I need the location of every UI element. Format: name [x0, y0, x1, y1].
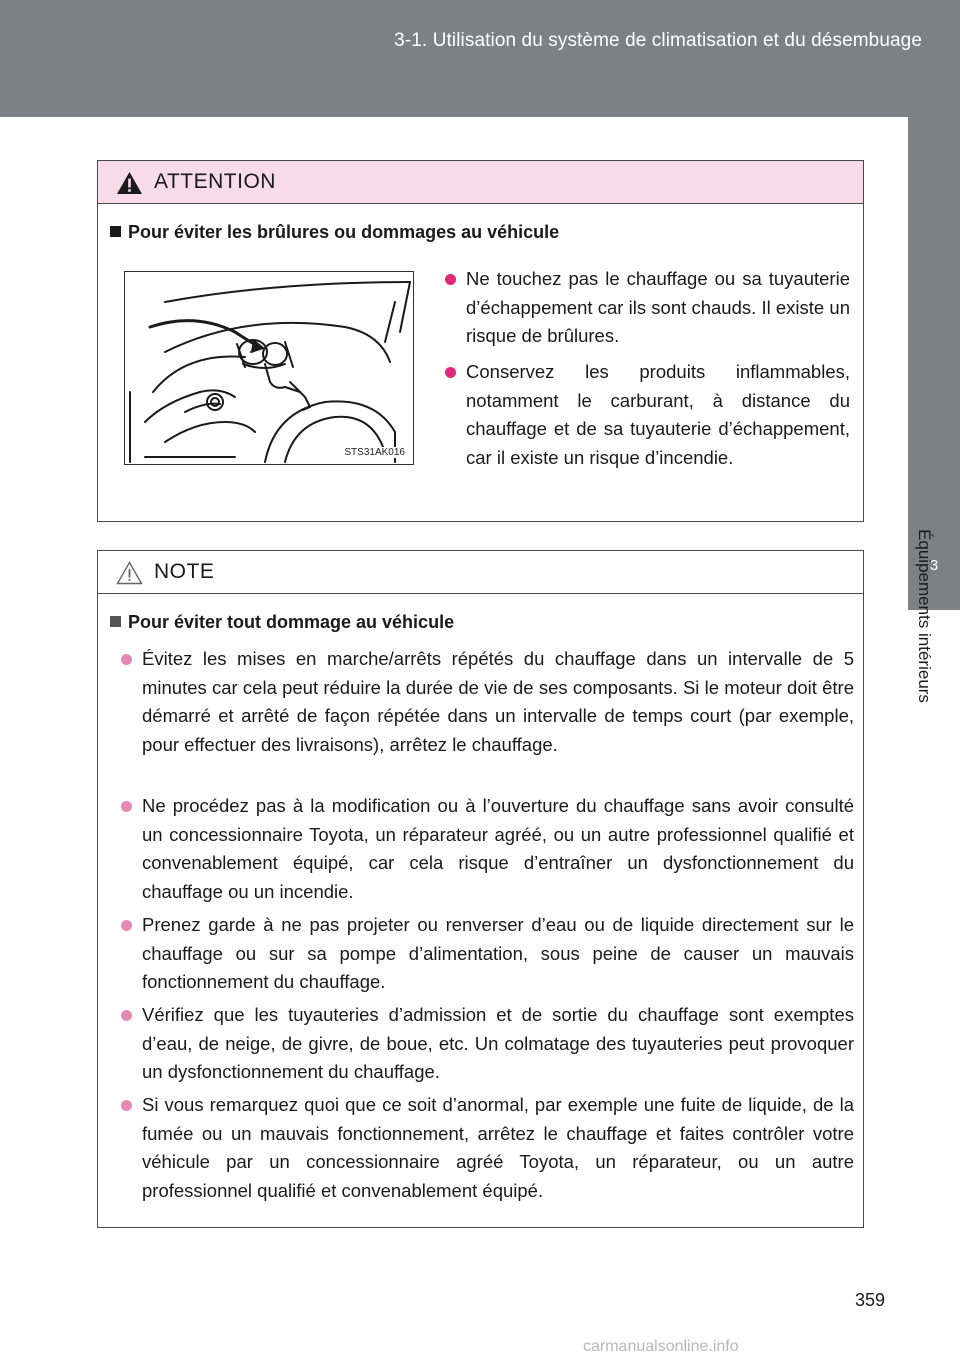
square-bullet-icon [110, 616, 121, 627]
bullet-dot-icon [121, 801, 132, 812]
car-front-heater-icon [129, 281, 411, 463]
chapter-title: 3-1. Utilisation du système de climatisa… [394, 30, 922, 51]
note-bullet: Vérifiez que les tuyauteries d’admission… [121, 1001, 854, 1087]
note-box: NOTE Pour éviter tout dommage au véhicul… [97, 550, 864, 1228]
note-bullet: Si vous remarquez quoi que ce soit d’ano… [121, 1091, 854, 1205]
note-bullet: Prenez garde à ne pas projeter ou renver… [121, 911, 854, 997]
attention-heading: ATTENTION [154, 170, 276, 193]
side-tab-number-box: 3 [908, 475, 960, 610]
heater-illustration: STS31AK016 [124, 271, 414, 465]
note-header: NOTE [98, 551, 863, 594]
bullet-dot-icon [121, 1100, 132, 1111]
attention-box: ATTENTION Pour éviter les brûlures ou do… [97, 160, 864, 522]
attention-bullet: Ne touchez pas le chauffage ou sa tuyaut… [445, 265, 850, 351]
attention-bullet: Conservez les produits inflammables, not… [445, 358, 850, 472]
side-tab-strip [908, 117, 960, 475]
watermark: carmanualsonline.info [583, 1338, 739, 1355]
note-bullet: Ne procédez pas à la modification ou à l… [121, 792, 854, 906]
page-header: 3-1. Utilisation du système de climatisa… [0, 0, 960, 117]
bullet-dot-icon [121, 1010, 132, 1021]
caution-triangle-icon [116, 561, 143, 585]
note-section-title: Pour éviter tout dommage au véhicule [110, 612, 454, 633]
bullet-dot-icon [445, 274, 456, 285]
bullet-dot-icon [121, 654, 132, 665]
square-bullet-icon [110, 226, 121, 237]
warning-triangle-icon [117, 172, 142, 194]
bullet-dot-icon [121, 920, 132, 931]
side-tab-label: Équipements intérieurs [915, 529, 934, 703]
side-tab-number: 3 [929, 557, 939, 574]
bullet-dot-icon [445, 367, 456, 378]
attention-header: ATTENTION [98, 161, 863, 204]
note-bullet: Évitez les mises en marche/arrêts répété… [121, 645, 854, 759]
figure-code: STS31AK016 [342, 447, 407, 458]
attention-section-title: Pour éviter les brûlures ou dommages au … [110, 222, 559, 243]
page-number: 359 [855, 1290, 886, 1310]
note-heading: NOTE [154, 560, 215, 583]
